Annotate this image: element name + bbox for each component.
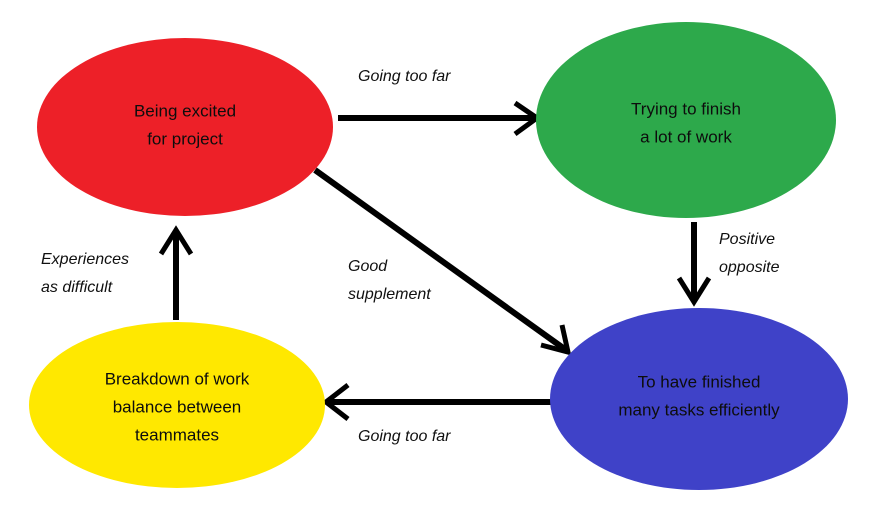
edge-red-to-blue-label-line1: Good (348, 258, 388, 275)
node-blue-ellipse[interactable] (550, 308, 848, 490)
edge-blue-to-yellow-arrowhead (321, 383, 350, 421)
node-blue-label-line2: many tasks efficiently (618, 400, 780, 419)
node-red[interactable]: Being excited for project (37, 38, 333, 216)
node-green-label-line1: Trying to finish (631, 99, 741, 118)
node-yellow-ellipse[interactable] (29, 322, 325, 488)
edge-red-to-blue: Good supplement (313, 167, 572, 356)
edge-red-to-green: Going too far (338, 68, 542, 137)
edge-red-to-green-label: Going too far (358, 68, 451, 85)
node-yellow[interactable]: Breakdown of work balance between teamma… (29, 322, 325, 488)
edge-red-to-blue-arrowhead (540, 324, 572, 356)
node-red-label-line2: for project (147, 129, 223, 148)
edge-red-to-blue-line (313, 167, 568, 353)
edge-green-to-blue: Positive opposite (676, 222, 780, 307)
node-yellow-label-line2: balance between (113, 397, 242, 416)
edge-green-to-blue-label-line1: Positive (719, 231, 775, 248)
node-green-ellipse[interactable] (536, 22, 836, 218)
edge-yellow-to-red-label-line1: Experiences (41, 251, 129, 268)
edge-yellow-to-red: Experiences as difficult (41, 225, 194, 320)
node-blue[interactable]: To have finished many tasks efficiently (550, 308, 848, 490)
node-red-ellipse[interactable] (37, 38, 333, 216)
node-green-label-line2: a lot of work (640, 127, 732, 146)
edge-green-to-blue-label-line2: opposite (719, 259, 780, 276)
node-blue-label-line1: To have finished (638, 372, 761, 391)
edge-blue-to-yellow: Going too far (321, 383, 551, 445)
edge-yellow-to-red-arrowhead (158, 225, 194, 256)
edge-green-to-blue-arrowhead (676, 276, 712, 307)
edge-blue-to-yellow-label: Going too far (358, 428, 451, 445)
edge-yellow-to-red-label-line2: as difficult (41, 279, 113, 296)
node-yellow-label-line3: teammates (135, 425, 219, 444)
node-yellow-label-line1: Breakdown of work (105, 369, 250, 388)
node-red-label-line1: Being excited (134, 101, 236, 120)
node-green[interactable]: Trying to finish a lot of work (536, 22, 836, 218)
edge-red-to-blue-label-line2: supplement (348, 286, 431, 303)
